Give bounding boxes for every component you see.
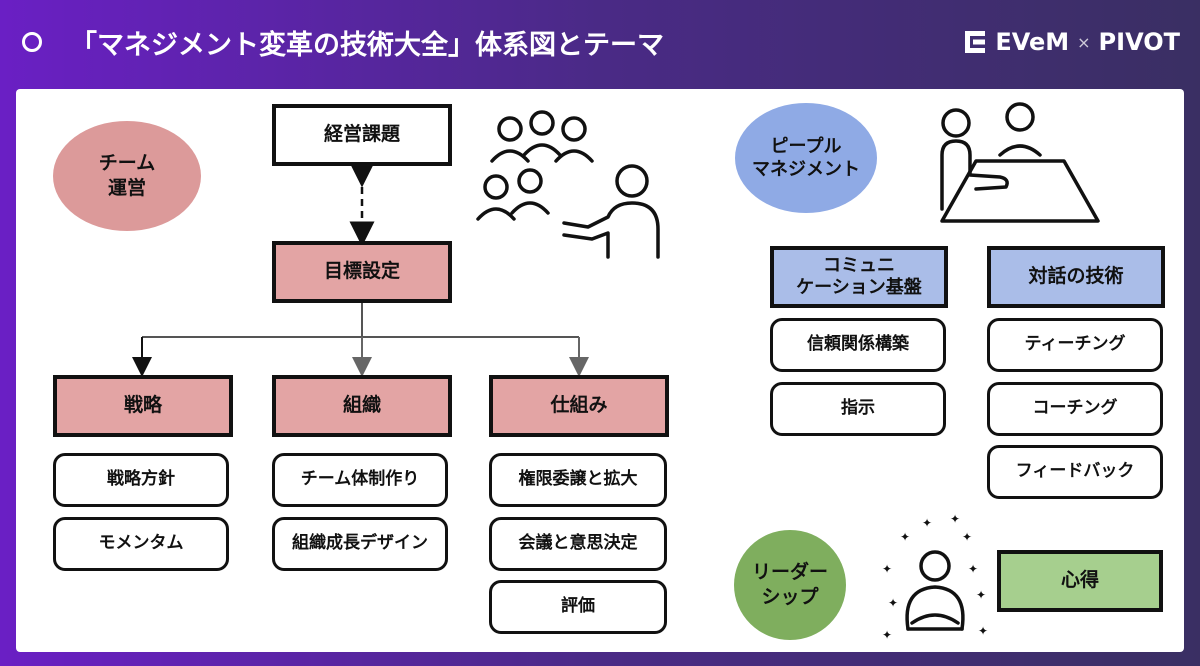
logo-evem: EVeM bbox=[995, 28, 1070, 56]
mechanism-item: 会議と意思決定 bbox=[489, 517, 667, 571]
logo-pivot: PIVOT bbox=[1098, 28, 1180, 56]
strategy-header: 戦略 bbox=[53, 375, 233, 437]
business-issue-box: 経営課題 bbox=[272, 104, 452, 166]
page-title: 「マネジメント変革の技術大全」体系図とテーマ bbox=[22, 20, 664, 64]
bullet-ring-icon bbox=[22, 32, 42, 52]
organization-header: 組織 bbox=[272, 375, 452, 437]
dialogue-item: コーチング bbox=[987, 382, 1163, 436]
mechanism-header: 仕組み bbox=[489, 375, 669, 437]
mechanism-item: 権限委譲と拡大 bbox=[489, 453, 667, 507]
organization-item: チーム体制作り bbox=[272, 453, 448, 507]
strategy-item: 戦略方針 bbox=[53, 453, 229, 507]
logo-separator: × bbox=[1077, 32, 1091, 52]
communication-item: 指示 bbox=[770, 382, 946, 436]
goal-to-columns-line bbox=[142, 303, 579, 338]
dialogue-item: フィードバック bbox=[987, 445, 1163, 499]
evem-logo-icon bbox=[965, 31, 986, 53]
dialogue-skills-header: 対話の技術 bbox=[987, 246, 1165, 308]
people-management-circle: ピープル マネジメント bbox=[735, 103, 877, 213]
team-management-circle: チーム 運営 bbox=[53, 121, 201, 231]
brand-logo: EVeM × PIVOT bbox=[963, 26, 1180, 58]
communication-item: 信頼関係構築 bbox=[770, 318, 946, 372]
connector-lines bbox=[132, 162, 589, 377]
diagram-panel: チーム 運営 経営課題 目標設定 戦略 戦略方針 モメンタム 組織 チーム体制作… bbox=[16, 89, 1184, 652]
mindset-box: 心得 bbox=[997, 550, 1163, 612]
organization-item: 組織成長デザイン bbox=[272, 517, 448, 571]
mechanism-item: 評価 bbox=[489, 580, 667, 634]
goal-setting-box: 目標設定 bbox=[272, 241, 452, 303]
leadership-circle: リーダー シップ bbox=[734, 530, 846, 640]
dialogue-item: ティーチング bbox=[987, 318, 1163, 372]
strategy-item: モメンタム bbox=[53, 517, 229, 571]
communication-foundation-header: コミュニ ケーション基盤 bbox=[770, 246, 948, 308]
page-title-text: 「マネジメント変革の技術大全」体系図とテーマ bbox=[70, 29, 664, 61]
